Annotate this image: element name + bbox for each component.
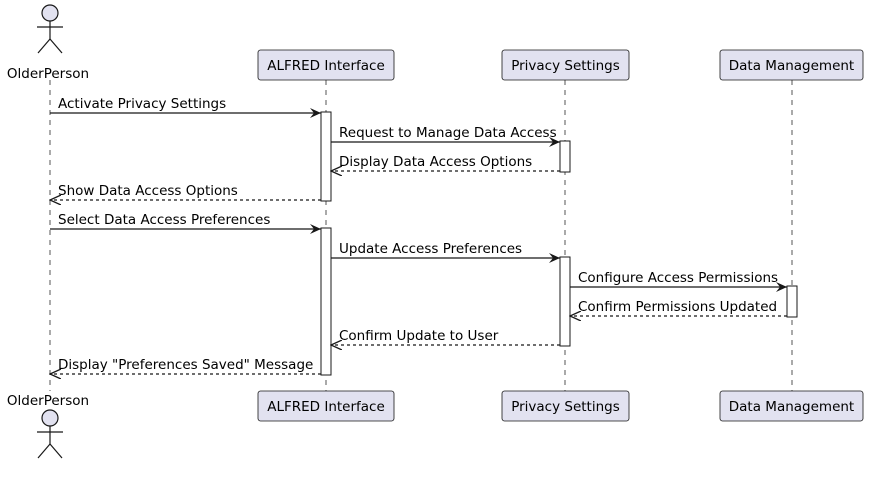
message-8: Confirm Permissions Updated <box>570 299 787 316</box>
message-label: Update Access Preferences <box>339 241 522 257</box>
message-3: Display Data Access Options <box>331 154 560 171</box>
actor-left-leg <box>37 38 51 54</box>
message-label: Confirm Update to User <box>339 328 499 344</box>
actor-right-leg <box>49 38 63 54</box>
participant-label: ALFRED Interface <box>267 58 385 74</box>
message-10: Display "Preferences Saved" Message <box>50 357 321 374</box>
message-label: Display "Preferences Saved" Message <box>58 357 313 373</box>
participant-label: Data Management <box>729 58 854 74</box>
message-label: Request to Manage Data Access <box>339 125 557 141</box>
participant-box-data-bottom: Data Management <box>719 390 864 422</box>
participant-box-alfred-top: ALFRED Interface <box>257 49 395 81</box>
participant-label-top: OlderPerson <box>7 66 89 82</box>
message-1: Activate Privacy Settings <box>50 96 321 118</box>
participant-label: Privacy Settings <box>511 399 620 415</box>
activation-bar-privacy-1 <box>559 140 571 173</box>
activation-bar-data-4 <box>786 285 798 318</box>
activation-bar-alfred-2 <box>320 227 332 376</box>
actor-head-icon <box>41 4 59 22</box>
message-label: Confirm Permissions Updated <box>578 299 777 315</box>
message-label: Show Data Access Options <box>58 183 238 199</box>
message-label: Select Data Access Preferences <box>58 212 270 228</box>
participant-box-alfred-bottom: ALFRED Interface <box>257 390 395 422</box>
participant-box <box>257 49 395 81</box>
participant-label: Data Management <box>729 399 854 415</box>
message-2: Request to Manage Data Access <box>331 125 560 147</box>
message-5: Select Data Access Preferences <box>50 212 321 234</box>
participant-box <box>719 390 864 422</box>
participant-box <box>257 390 395 422</box>
message-label: Configure Access Permissions <box>578 270 778 286</box>
activation-bar-alfred-0 <box>320 111 332 202</box>
participant-label: ALFRED Interface <box>267 399 385 415</box>
actor-right-leg <box>49 443 63 459</box>
participant-label: Privacy Settings <box>511 58 620 74</box>
message-9: Confirm Update to User <box>331 328 560 345</box>
participant-box <box>719 49 864 81</box>
participant-box <box>501 49 630 81</box>
message-7: Configure Access Permissions <box>570 270 787 292</box>
actor-older <box>37 409 63 459</box>
message-4: Show Data Access Options <box>50 183 321 200</box>
participant-label-bottom: OlderPerson <box>7 393 89 409</box>
actor-head-icon <box>41 409 59 427</box>
actor-older <box>37 4 63 54</box>
activations-layer <box>320 111 798 376</box>
participant-box-privacy-bottom: Privacy Settings <box>501 390 630 422</box>
participant-box-privacy-top: Privacy Settings <box>501 49 630 81</box>
message-label: Display Data Access Options <box>339 154 532 170</box>
message-6: Update Access Preferences <box>331 241 560 263</box>
actor-left-leg <box>37 443 51 459</box>
activation-bar-privacy-3 <box>559 256 571 347</box>
participant-box <box>501 390 630 422</box>
message-label: Activate Privacy Settings <box>58 96 226 112</box>
participant-box-data-top: Data Management <box>719 49 864 81</box>
